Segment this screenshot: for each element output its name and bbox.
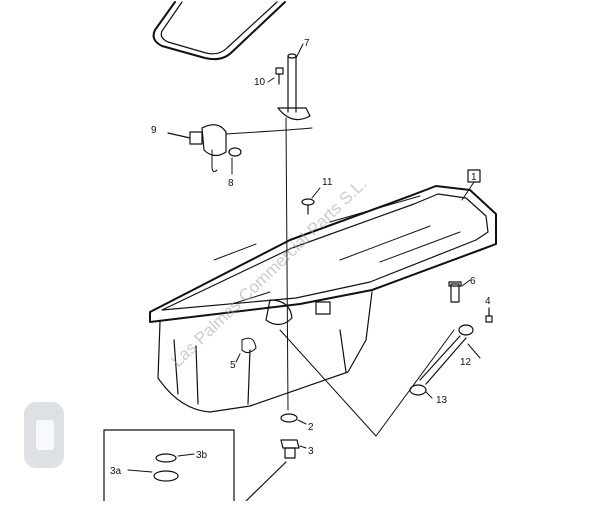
plug-6 xyxy=(448,279,471,303)
screw-4 xyxy=(485,307,493,323)
callout-labels: 7 10 9 8 11 1 6 4 5 12 13 2 3 3b 3a xyxy=(110,38,491,477)
callout-12: 12 xyxy=(460,357,472,368)
valve-cover-gasket xyxy=(152,1,286,61)
dipstick-tube xyxy=(277,43,311,121)
callout-2: 2 xyxy=(308,422,314,433)
oil-level-sensor xyxy=(167,124,313,175)
callout-4: 4 xyxy=(485,296,491,307)
dipstick-12 xyxy=(419,324,481,385)
callout-11: 11 xyxy=(322,177,333,188)
callout-3a: 3a xyxy=(110,466,122,477)
leader-lines xyxy=(235,117,455,437)
plug-3 xyxy=(245,439,307,502)
callout-3: 3 xyxy=(308,446,314,457)
callout-3b: 3b xyxy=(196,450,208,461)
seal-13 xyxy=(409,384,433,399)
callout-9: 9 xyxy=(151,125,157,136)
watermark-text: Las Palmas Commercial Parts S.L. xyxy=(168,174,371,371)
corner-logo xyxy=(24,402,64,468)
callout-13: 13 xyxy=(436,395,448,406)
washer-2 xyxy=(280,413,307,425)
callout-7: 7 xyxy=(304,38,310,49)
bolt-10 xyxy=(267,67,284,85)
callout-1-group xyxy=(461,169,481,201)
callout-5: 5 xyxy=(230,360,236,371)
oil-pan xyxy=(149,185,497,413)
callout-6: 6 xyxy=(470,276,476,287)
callout-1: 1 xyxy=(471,172,477,183)
detail-box xyxy=(103,429,235,506)
callout-8: 8 xyxy=(228,178,234,189)
callout-10: 10 xyxy=(254,77,266,88)
screw-11 xyxy=(301,187,321,215)
